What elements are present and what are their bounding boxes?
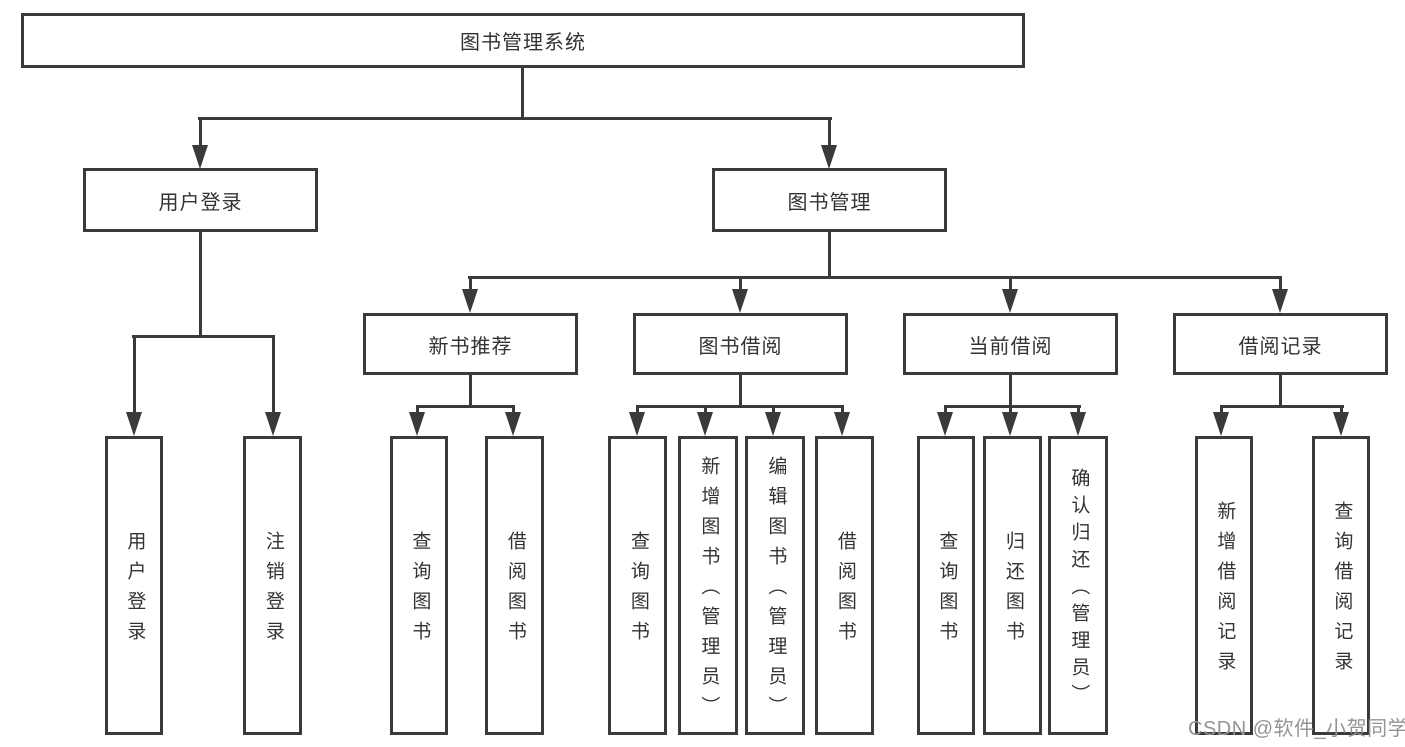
connector-line [1220, 405, 1344, 408]
node-label: 查询图书 [409, 531, 431, 651]
node-label: 用户登录 [158, 191, 243, 214]
connector-line [739, 276, 742, 291]
connector-line [1220, 405, 1223, 412]
node-label: 借阅图书 [504, 531, 526, 651]
connector-line [199, 117, 202, 146]
node-label: 查询图书 [627, 531, 649, 651]
connector-line [704, 405, 707, 412]
node-label: 注销登录 [262, 531, 284, 651]
connector-line [1009, 375, 1012, 405]
node-label: 图书管理 [787, 191, 872, 214]
node-label: 编辑图书（管理员） [765, 456, 787, 726]
connector-line [512, 405, 515, 412]
node-label: 查询图书 [936, 531, 958, 651]
leaf-logout: 注销登录 [243, 436, 302, 735]
connector-line [416, 405, 515, 408]
connector-line [636, 405, 639, 412]
connector-line [944, 405, 1081, 408]
arrowhead-icon [1002, 289, 1018, 313]
node-label: 图书借阅 [698, 335, 783, 358]
connector-line [198, 117, 832, 120]
leaf-borrow-borrow-books: 借阅图书 [815, 436, 874, 735]
node-label: 查询借阅记录 [1331, 501, 1353, 681]
leaf-recommend-borrow-books: 借阅图书 [485, 436, 544, 735]
node-label: 当前借阅 [968, 335, 1053, 358]
connector-line [468, 276, 1282, 279]
connector-line [132, 335, 275, 338]
node-current-borrow: 当前借阅 [903, 313, 1118, 375]
node-label: 图书管理系统 [460, 32, 586, 54]
leaf-add-borrow-record: 新增借阅记录 [1195, 436, 1253, 735]
leaf-borrow-edit-books-admin: 编辑图书（管理员） [745, 436, 805, 735]
node-book-borrow: 图书借阅 [633, 313, 848, 375]
node-label: 新增图书（管理员） [698, 456, 720, 726]
arrowhead-icon [1333, 412, 1349, 436]
connector-line [1340, 405, 1343, 412]
node-label: 确认归还（管理员） [1068, 468, 1090, 711]
watermark: CSDN @软件_小贺同学 [1188, 718, 1405, 740]
node-label: 新增借阅记录 [1214, 501, 1236, 681]
connector-line [1279, 276, 1282, 291]
arrowhead-icon [834, 412, 850, 436]
connector-line [828, 117, 831, 146]
connector-line [828, 232, 831, 276]
leaf-query-borrow-record: 查询借阅记录 [1312, 436, 1370, 735]
node-user-login: 用户登录 [83, 168, 318, 232]
arrowhead-icon [409, 412, 425, 436]
connector-line [1077, 405, 1080, 412]
connector-line [772, 405, 775, 412]
arrowhead-icon [505, 412, 521, 436]
connector-line [636, 405, 844, 408]
connector-line [469, 276, 472, 291]
arrowhead-icon [265, 412, 281, 436]
arrowhead-icon [697, 412, 713, 436]
arrowhead-icon [937, 412, 953, 436]
arrowhead-icon [192, 145, 208, 169]
node-label: 借阅图书 [834, 531, 856, 651]
arrowhead-icon [462, 289, 478, 313]
leaf-current-confirm-return-admin: 确认归还（管理员） [1048, 436, 1108, 735]
node-book-management: 图书管理 [712, 168, 947, 232]
node-borrow-records: 借阅记录 [1173, 313, 1388, 375]
connector-line [272, 335, 275, 412]
arrowhead-icon [126, 412, 142, 436]
connector-line [841, 405, 844, 412]
leaf-current-query-books: 查询图书 [917, 436, 975, 735]
arrowhead-icon [1070, 412, 1086, 436]
connector-line [1279, 375, 1282, 405]
leaf-borrow-query-books: 查询图书 [608, 436, 667, 735]
connector-line [416, 405, 419, 412]
arrowhead-icon [1002, 412, 1018, 436]
node-library-management-system: 图书管理系统 [21, 13, 1025, 68]
node-label: 用户登录 [124, 531, 146, 651]
connector-line [739, 375, 742, 405]
connector-line [944, 405, 947, 412]
connector-line [133, 335, 136, 412]
node-label: 借阅记录 [1238, 335, 1323, 358]
connector-line [199, 232, 202, 335]
connector-line [469, 375, 472, 405]
connector-line [521, 68, 524, 117]
leaf-borrow-add-books-admin: 新增图书（管理员） [678, 436, 738, 735]
node-label: 归还图书 [1002, 531, 1024, 651]
arrowhead-icon [765, 412, 781, 436]
leaf-current-return-books: 归还图书 [983, 436, 1042, 735]
arrowhead-icon [821, 145, 837, 169]
arrowhead-icon [629, 412, 645, 436]
connector-line [1009, 276, 1012, 291]
leaf-recommend-query-books: 查询图书 [390, 436, 448, 735]
arrowhead-icon [732, 289, 748, 313]
connector-line [1009, 405, 1012, 412]
leaf-user-login: 用户登录 [105, 436, 163, 735]
node-label: 新书推荐 [428, 335, 513, 358]
arrowhead-icon [1272, 289, 1288, 313]
arrowhead-icon [1213, 412, 1229, 436]
node-new-book-recommend: 新书推荐 [363, 313, 578, 375]
